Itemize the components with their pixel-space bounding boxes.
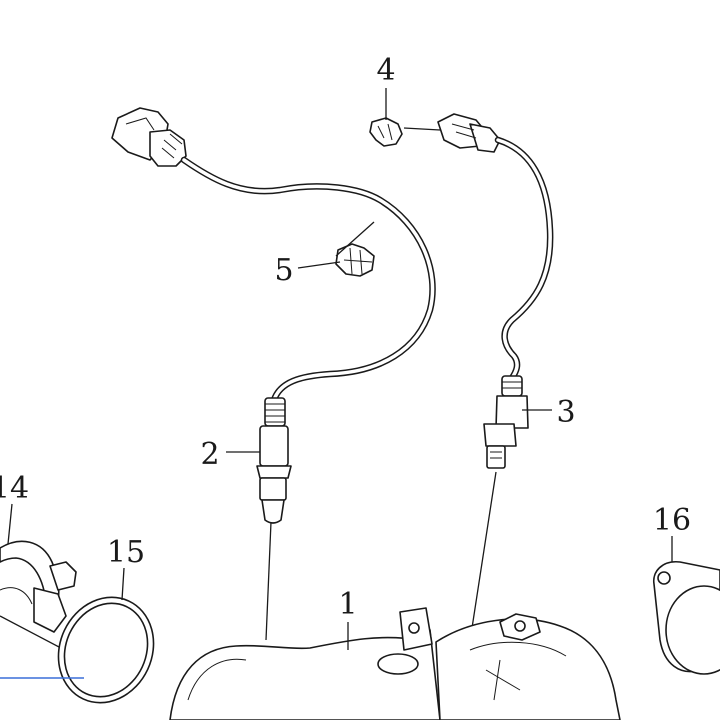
- part-label-2: 2: [200, 437, 219, 472]
- leader-lines: [7, 88, 673, 650]
- clip-5: [335, 221, 375, 277]
- sensor-3-connector: [437, 113, 501, 153]
- sensor-2-cable: [180, 156, 436, 404]
- part-label-4: 4: [376, 53, 395, 88]
- sensor-2-connector: [111, 107, 187, 167]
- gasket-ring-15: [57, 596, 155, 704]
- part-label-3: 3: [556, 395, 575, 430]
- sensor-2-body: [256, 397, 292, 524]
- part-label-15: 15: [107, 535, 145, 570]
- oxygen-sensor-3: [437, 113, 554, 681]
- clamp-14: [0, 540, 119, 679]
- sensor-2-install-line: [265, 521, 272, 641]
- oxygen-sensor-2: [111, 107, 436, 641]
- part-label-16: 16: [653, 503, 691, 538]
- part-label-5: 5: [274, 253, 293, 288]
- part-label-14: 14: [0, 471, 29, 506]
- gasket-16: [653, 561, 720, 675]
- part-label-1: 1: [338, 587, 357, 622]
- sensor-3-body: [483, 375, 529, 469]
- exhaust-component-1: [169, 607, 621, 720]
- clip-4: [369, 117, 441, 147]
